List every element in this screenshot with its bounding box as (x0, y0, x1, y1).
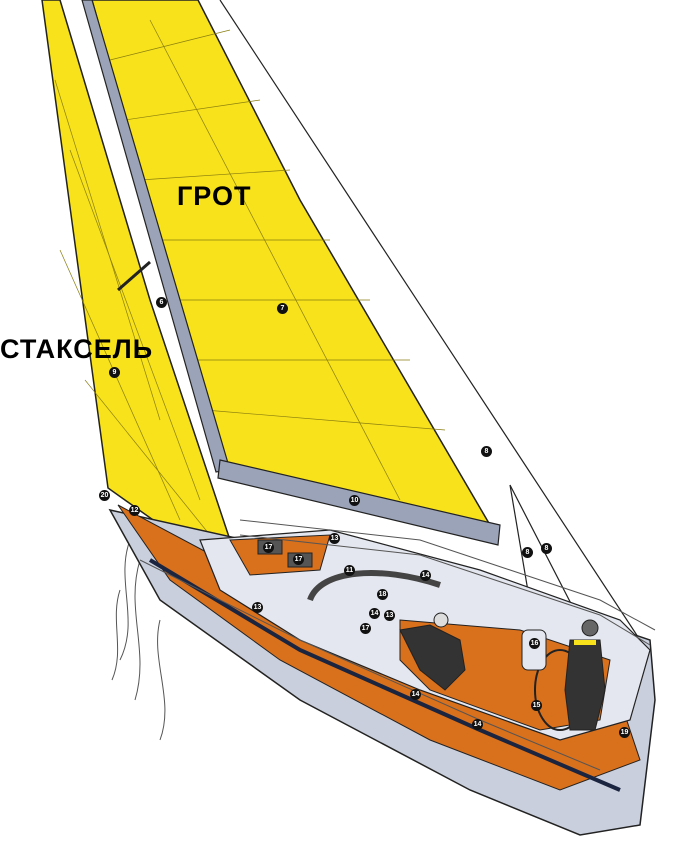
marker-17: 17 (263, 542, 274, 553)
marker-8: 8 (541, 543, 552, 554)
jib-sail (41, 0, 247, 587)
marker-13: 13 (384, 610, 395, 621)
marker-14: 14 (410, 689, 421, 700)
lifelines (139, 519, 656, 771)
water-ripples (111, 539, 166, 741)
marker-6: 6 (156, 297, 167, 308)
marker-13: 13 (329, 533, 340, 544)
marker-8: 8 (522, 547, 533, 558)
marker-14: 14 (369, 608, 380, 619)
marker-20: 20 (99, 490, 110, 501)
marker-14: 14 (472, 719, 483, 730)
marker-15: 15 (531, 700, 542, 711)
mainsail-label: ГРОТ (177, 181, 252, 211)
marker-18: 18 (377, 589, 388, 600)
marker-16: 16 (529, 638, 540, 649)
marker-10: 10 (349, 495, 360, 506)
marker-13: 13 (252, 602, 263, 613)
backstay (219, 0, 641, 641)
crew-member-helmsman (564, 619, 606, 731)
marker-7: 7 (277, 303, 288, 314)
jib-label: СТАКСЕЛЬ (0, 334, 154, 364)
marker-9: 9 (109, 367, 120, 378)
marker-17: 17 (360, 623, 371, 634)
marker-8: 8 (481, 446, 492, 457)
marker-17: 17 (293, 554, 304, 565)
marker-12: 12 (129, 505, 140, 516)
crew-member-trimmer (399, 612, 466, 691)
marker-19: 19 (619, 727, 630, 738)
marker-11: 11 (344, 565, 355, 576)
marker-14: 14 (420, 570, 431, 581)
